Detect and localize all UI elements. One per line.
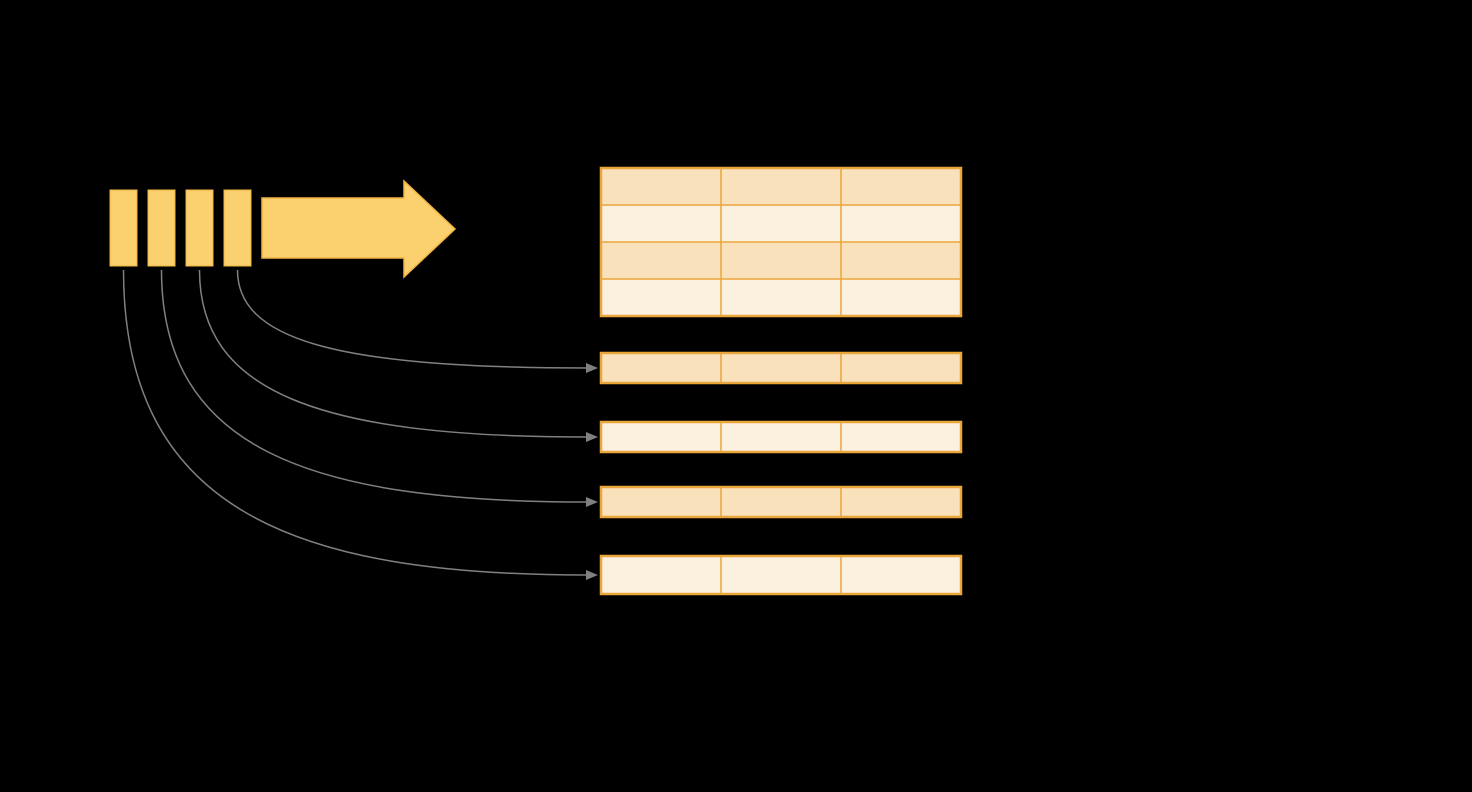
aggregate-table-row-3	[601, 242, 961, 279]
connector-curve-2	[160, 269, 588, 503]
snapshot-row-table-4	[599, 554, 963, 596]
stream-event-bar-1	[109, 189, 138, 267]
snapshot-row-table-1-outline	[599, 351, 963, 385]
snapshot-row-table-2	[599, 420, 963, 454]
connector-curve-4	[236, 269, 588, 369]
snapshot-row-table-2-grid-lines	[720, 422, 842, 452]
snapshot-row-table-3	[599, 485, 963, 519]
aggregate-table-outline	[599, 166, 963, 318]
aggregate-table-grid-lines	[601, 168, 961, 316]
snapshot-row-table-1-background	[601, 353, 961, 383]
stream-event-bar-3	[185, 189, 214, 267]
stream-event-bar-2	[147, 189, 176, 267]
stream-arrow	[261, 179, 457, 279]
snapshot-row-table-3-background	[601, 487, 961, 517]
snapshot-row-table-3-outline	[599, 485, 963, 519]
aggregate-table-row-1	[601, 168, 961, 205]
snapshot-row-table-4-outline	[599, 554, 963, 596]
connector-curve-3	[198, 269, 588, 438]
connectors	[122, 269, 598, 580]
connector-arrowhead-3	[586, 432, 598, 442]
snapshot-row-table-2-outline	[599, 420, 963, 454]
stream-event-bars	[109, 189, 252, 267]
snapshot-row-table-4-background	[601, 556, 961, 594]
snapshot-row-table-1	[599, 351, 963, 385]
stream-event-bar-4	[223, 189, 252, 267]
connector-arrowhead-4	[586, 363, 598, 373]
connector-curve-1	[122, 269, 588, 576]
snapshot-row-table-2-background	[601, 422, 961, 452]
snapshot-row-table-1-grid-lines	[720, 353, 842, 383]
snapshot-row-table-3-grid-lines	[720, 487, 842, 517]
snapshot-row-table-4-grid-lines	[720, 556, 842, 594]
connector-arrowhead-2	[586, 497, 598, 507]
connector-arrowhead-1	[586, 570, 598, 580]
aggregate-table	[599, 166, 963, 318]
